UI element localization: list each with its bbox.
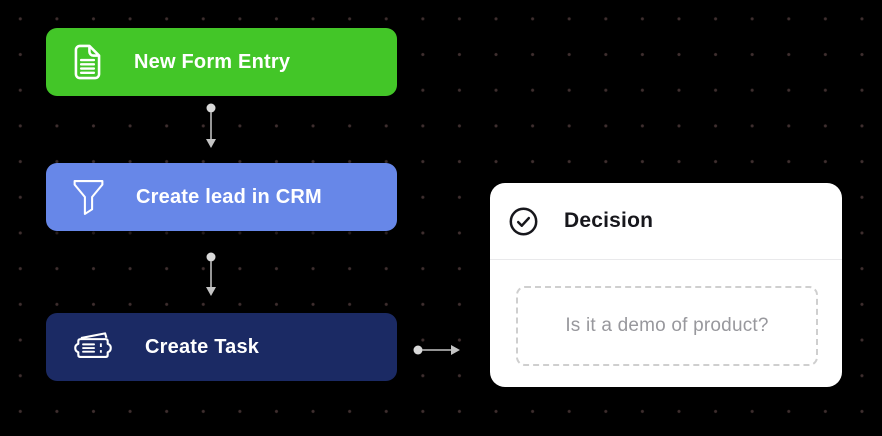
decision-card-title: Decision — [564, 209, 654, 232]
check-circle-icon — [509, 207, 538, 236]
node-label: Create lead in CRM — [136, 185, 322, 208]
connector-arrow-right — [413, 345, 460, 355]
workflow-node-create-lead-in-crm[interactable]: Create lead in CRM — [46, 163, 397, 231]
decision-question-placeholder[interactable]: Is it a demo of product? — [516, 286, 818, 366]
node-label: New Form Entry — [134, 50, 291, 73]
connector-arrow-down-1 — [206, 103, 216, 148]
document-icon — [72, 44, 103, 80]
connector-arrow-down-2 — [206, 252, 216, 296]
workflow-node-new-form-entry[interactable]: New Form Entry — [46, 28, 397, 96]
funnel-icon — [72, 179, 105, 216]
decision-question-text: Is it a demo of product? — [565, 315, 769, 336]
node-label: Create Task — [145, 335, 260, 358]
workflow-node-create-task[interactable]: Create Task — [46, 313, 397, 381]
decision-card-header: Decision — [490, 183, 842, 260]
decision-card-node[interactable]: Decision Is it a demo of product? — [490, 183, 842, 387]
ticket-icon — [72, 331, 114, 363]
decision-card-body: Is it a demo of product? — [490, 260, 842, 366]
